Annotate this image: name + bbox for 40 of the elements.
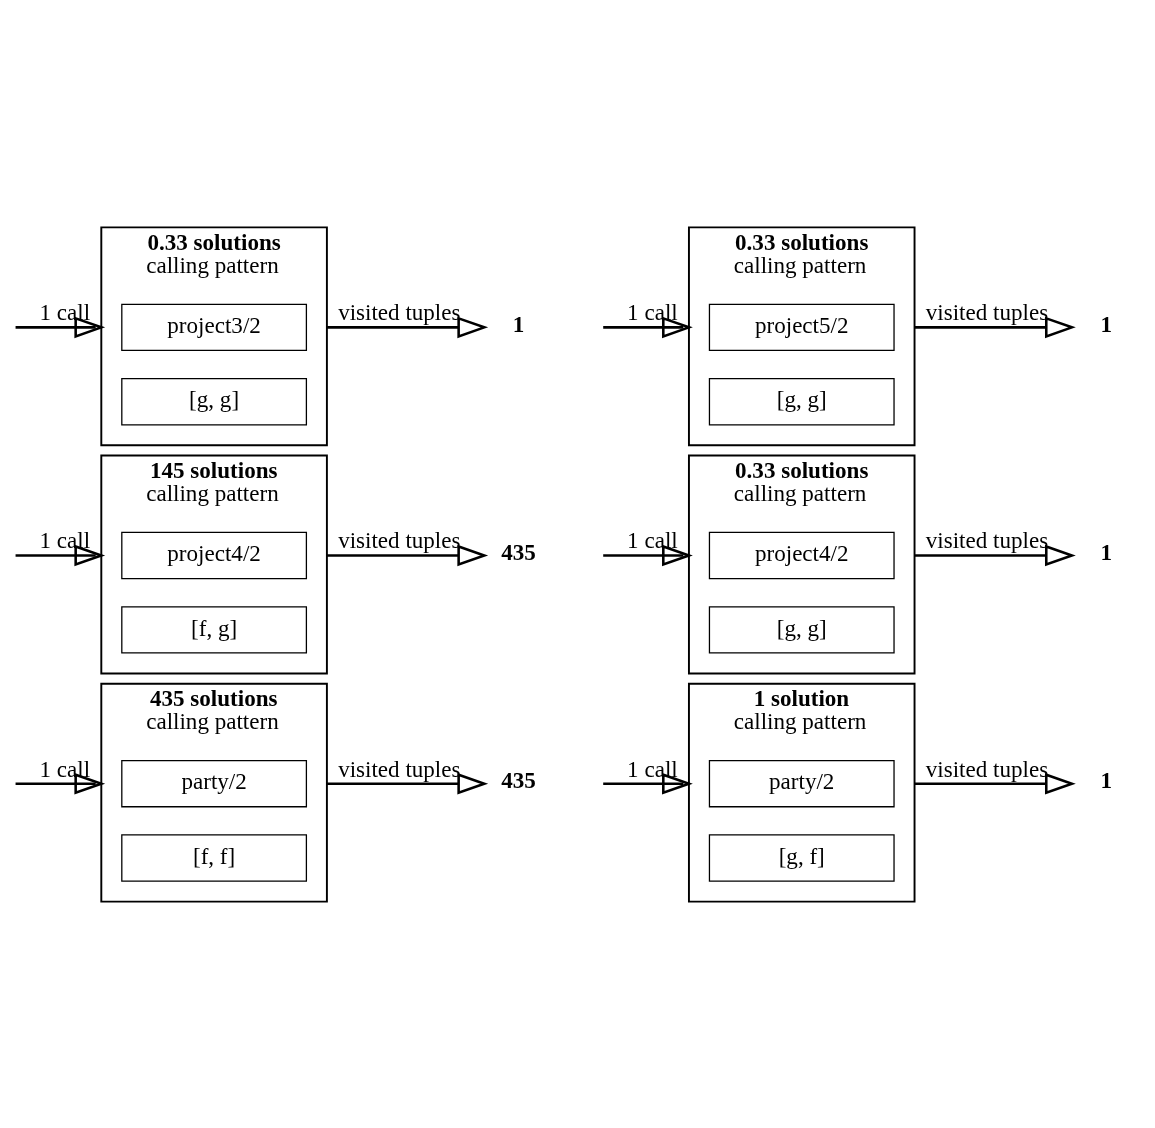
arrow — [603, 316, 693, 338]
edge-label: 1 call — [627, 526, 678, 553]
edge-label: visited tuples — [338, 755, 461, 782]
node-text: 1 — [1100, 766, 1112, 793]
edge-label: 1 call — [39, 526, 91, 553]
node-box: party/2 — [121, 759, 308, 807]
arrow — [15, 316, 106, 338]
edge-label: 1 call — [627, 298, 678, 325]
arrow — [914, 772, 1076, 794]
arrow — [326, 544, 489, 566]
node-box: project3/2 — [121, 303, 308, 351]
node-box: [f, g] — [121, 605, 308, 654]
edge-label: visited tuples — [338, 526, 461, 553]
node-box: [f, f] — [121, 833, 308, 882]
arrow — [15, 544, 106, 566]
node-box: [g, f] — [708, 833, 895, 882]
node-text: 1 — [1100, 310, 1112, 337]
arrow — [603, 544, 693, 566]
node-text: 1 — [1100, 538, 1112, 565]
arrow — [603, 772, 693, 794]
edge-label: visited tuples — [925, 298, 1049, 325]
arrow — [914, 316, 1076, 338]
node-box: [g, g] — [708, 377, 895, 425]
arrow — [15, 772, 106, 794]
edge-label: visited tuples — [925, 526, 1049, 553]
node-box: project4/2 — [708, 531, 895, 579]
arrow — [914, 544, 1076, 566]
edge-label: visited tuples — [338, 298, 461, 325]
node-box: [g, g] — [708, 605, 895, 654]
node-box: [g, g] — [121, 377, 308, 425]
edge-label: 1 call — [39, 298, 91, 325]
node-box: project5/2 — [708, 303, 895, 351]
node-text: 1 — [512, 310, 525, 337]
node-text: 435 — [501, 538, 536, 565]
node-box: party/2 — [708, 759, 895, 807]
arrow — [326, 316, 489, 338]
edge-label: visited tuples — [925, 755, 1049, 782]
arrow — [326, 772, 489, 794]
node-text: 435 — [501, 766, 536, 793]
node-box: project4/2 — [121, 531, 308, 579]
